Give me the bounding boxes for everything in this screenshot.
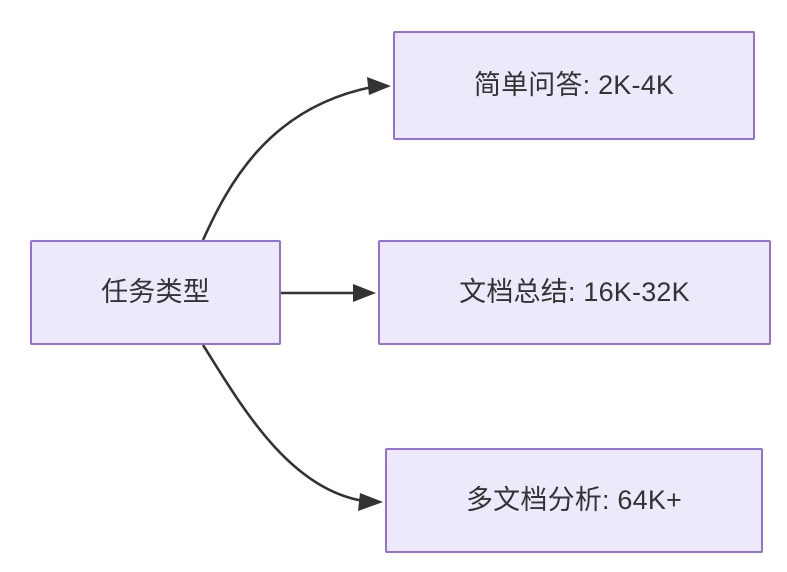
node-multi-doc-analysis[interactable]: 多文档分析: 64K+ xyxy=(385,448,763,553)
edge-task-type-to-multi-doc-analysis xyxy=(201,344,365,503)
arrow-head-icon-doc-summary xyxy=(353,284,376,302)
arrow-head-icon-simple-qa xyxy=(367,77,391,95)
node-multi-doc-analysis-label: 多文档分析: 64K+ xyxy=(465,485,682,516)
node-doc-summary[interactable]: 文档总结: 16K-32K xyxy=(378,240,771,345)
node-task-type[interactable]: 任务类型 xyxy=(30,240,281,345)
node-task-type-label: 任务类型 xyxy=(101,277,210,308)
edge-task-type-to-simple-qa xyxy=(201,85,373,241)
node-simple-qa[interactable]: 简单问答: 2K-4K xyxy=(393,31,755,140)
arrow-head-icon-multi-doc-analysis xyxy=(358,493,383,511)
node-doc-summary-label: 文档总结: 16K-32K xyxy=(459,277,690,308)
node-simple-qa-label: 简单问答: 2K-4K xyxy=(473,70,675,101)
